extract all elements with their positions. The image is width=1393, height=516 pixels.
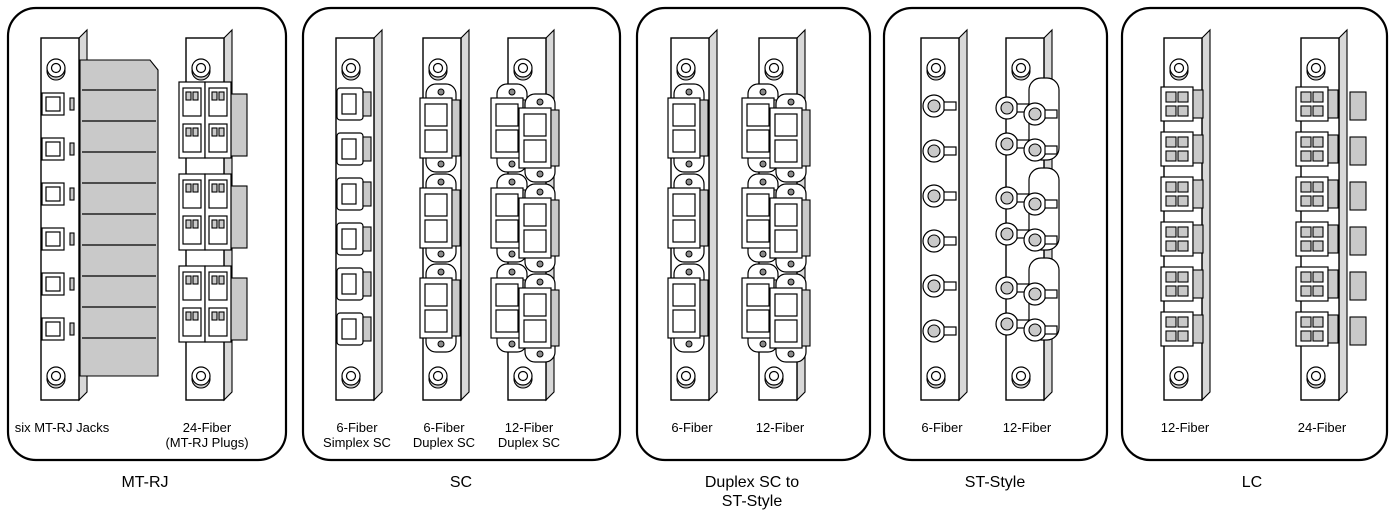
group-name: LC <box>1242 474 1262 491</box>
panel-caption: (MT-RJ Plugs) <box>165 435 248 450</box>
sc-simplex-adapter <box>336 267 364 301</box>
sc-simplex-adapter <box>336 132 364 166</box>
panel-caption: 24-Fiber <box>1298 420 1347 435</box>
mtrj-jack <box>41 137 65 161</box>
mtrj-jack <box>41 317 65 341</box>
panel-caption: 12-Fiber <box>756 420 805 435</box>
panel-caption: 12-Fiber <box>505 420 554 435</box>
mtrj-jack <box>41 92 65 116</box>
sc-simplex-adapter <box>336 222 364 256</box>
sc-simplex-adapter <box>336 312 364 346</box>
group-name: SC <box>450 474 472 491</box>
mtrj-rear-housing <box>79 59 159 377</box>
group-name: ST-Style <box>722 493 783 510</box>
sc-simplex-adapter <box>336 177 364 211</box>
panel-mtrj-plugs: 24-Fiber(MT-RJ Plugs) <box>165 28 249 450</box>
sc-simplex-adapter <box>336 87 364 121</box>
panel-caption: six MT-RJ Jacks <box>15 420 110 435</box>
plate-edge <box>1201 28 1211 402</box>
panel-mtrj-jacks: six MT-RJ Jacks <box>15 28 159 435</box>
panel-sc-duplex: 6-Fiber <box>667 28 718 435</box>
plate-edge <box>1338 28 1348 402</box>
group-name: MT-RJ <box>121 474 168 491</box>
panel-caption: Simplex SC <box>323 435 391 450</box>
panel-caption: Duplex SC <box>498 435 560 450</box>
panel-lc-12: 12-Fiber <box>1160 28 1211 435</box>
panel-caption: 6-Fiber <box>423 420 465 435</box>
panel-st-12: 12-Fiber <box>995 28 1060 435</box>
panel-lc-24: 24-Fiber <box>1295 28 1367 435</box>
panel-sc-duplex-12: 12-Fiber <box>741 28 811 435</box>
mtrj-jack <box>41 272 65 296</box>
panel-caption: Duplex SC <box>413 435 475 450</box>
plate-edge <box>708 28 718 402</box>
plate-face <box>40 37 80 401</box>
group-name: ST-Style <box>965 474 1026 491</box>
mtrj-jack <box>41 182 65 206</box>
panel-caption: 6-Fiber <box>921 420 963 435</box>
plate-face <box>920 37 960 401</box>
panel-caption: 6-Fiber <box>336 420 378 435</box>
plate-edge <box>373 28 383 402</box>
plate-edge <box>958 28 968 402</box>
panel-caption: 24-Fiber <box>183 420 232 435</box>
panel-caption: 12-Fiber <box>1003 420 1052 435</box>
plate-edge <box>460 28 470 402</box>
group-mtrj: six MT-RJ Jacks 24-Fiber(MT-RJ Plugs) MT-R… <box>6 6 288 491</box>
panel-caption: 12-Fiber <box>1161 420 1210 435</box>
mtrj-jack <box>41 227 65 251</box>
panel-caption: 6-Fiber <box>671 420 713 435</box>
group-name: Duplex SC to <box>705 474 799 491</box>
panel-st-6: 6-Fiber <box>920 28 968 435</box>
